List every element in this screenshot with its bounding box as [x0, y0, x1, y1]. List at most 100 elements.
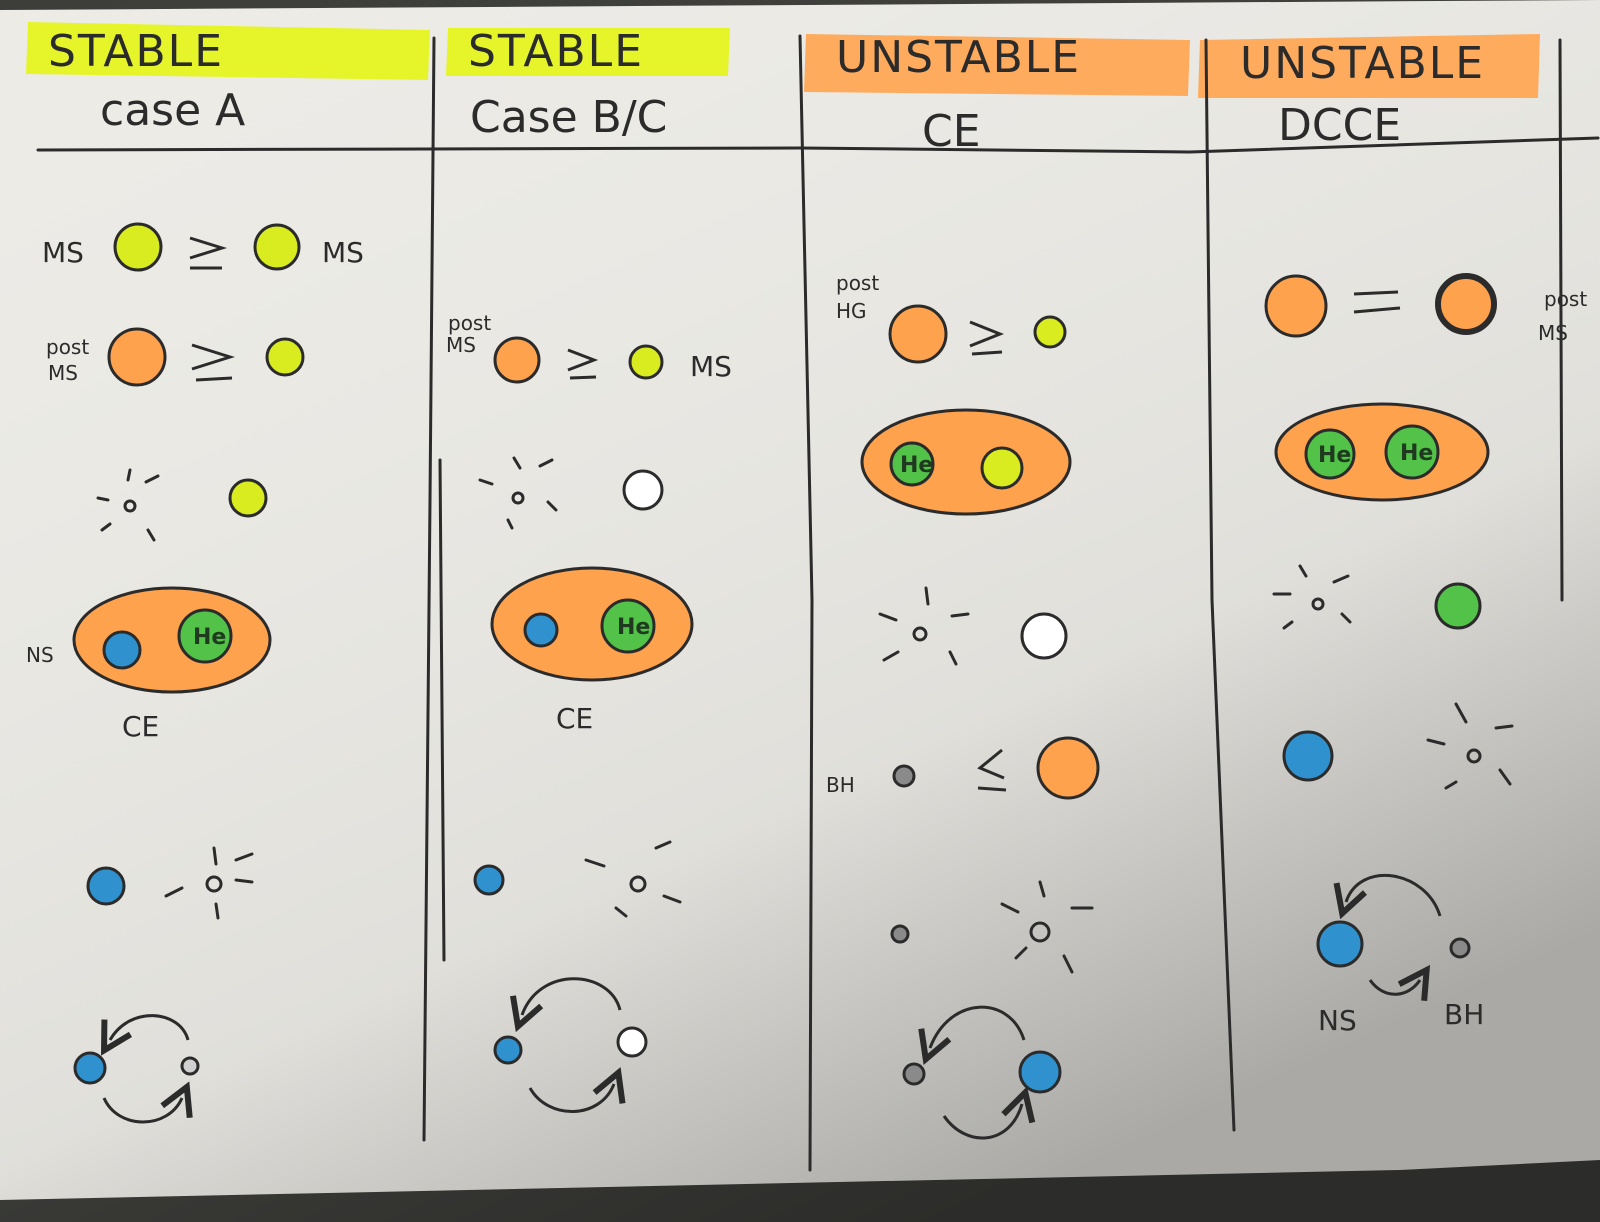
helium-star	[1384, 424, 1440, 480]
col4-ns-label: NS	[1318, 1004, 1357, 1037]
col2-post-label: post	[448, 311, 491, 335]
supernova-explosion	[164, 846, 254, 920]
col1-ce-label: CE	[122, 710, 159, 743]
column-stable-case-bc: STABLE Case B/C post MS MS He CE	[446, 26, 732, 1113]
neutron-star	[102, 630, 142, 670]
helium-star	[177, 608, 233, 664]
post-ms-star	[1264, 274, 1328, 338]
col1-subtitle: case A	[100, 85, 245, 136]
column-unstable-dcce: UNSTABLE DCCE post MS He He NS BH	[1240, 38, 1587, 1037]
post-ms-star	[1435, 273, 1497, 335]
post-hg-star	[888, 304, 948, 364]
col1-ms-right-label: MS	[322, 236, 364, 269]
col1-ms-left-label: MS	[42, 236, 84, 269]
col3-hg-label: HG	[836, 299, 867, 323]
black-hole	[892, 764, 916, 788]
col2-ms-label: MS	[446, 333, 476, 357]
neutron-star	[473, 864, 505, 896]
black-hole	[890, 924, 910, 944]
main-sequence-star	[253, 223, 301, 271]
helium-star	[889, 441, 935, 487]
column-stable-case-a: STABLE case A MS MS post MS NS He CE	[26, 26, 364, 1124]
neutron-star	[1018, 1050, 1062, 1094]
col2-ms-right-label: MS	[690, 350, 732, 383]
col4-subtitle: DCCE	[1278, 100, 1401, 151]
white-dwarf	[1020, 612, 1068, 660]
neutron-star	[523, 612, 559, 648]
col1-ms-label: MS	[48, 361, 78, 385]
col2-title: STABLE	[468, 26, 644, 77]
supernova-explosion	[478, 456, 558, 530]
mass-ratio-symbol	[191, 343, 235, 382]
helium-star-label: He	[1400, 441, 1433, 466]
neutron-star	[73, 1051, 107, 1085]
helium-star-label: He	[1318, 443, 1351, 468]
highlight-col1	[26, 22, 430, 80]
main-sequence-star	[265, 337, 305, 377]
header-divider-line	[36, 136, 1600, 154]
orbit-arrow	[522, 977, 622, 1015]
post-ms-star	[493, 336, 541, 384]
col2-subtitle: Case B/C	[470, 92, 667, 143]
main-sequence-star	[1033, 315, 1067, 349]
black-hole	[902, 1062, 926, 1086]
col1-title: STABLE	[48, 26, 224, 77]
post-ms-star	[1036, 736, 1100, 800]
post-ms-star	[107, 327, 167, 387]
black-hole	[1449, 937, 1471, 959]
col4-ms-label: MS	[1538, 321, 1568, 345]
helium-star	[1434, 582, 1482, 630]
supernova-explosion	[96, 468, 160, 542]
mass-ratio-symbol	[1353, 290, 1401, 314]
common-envelope	[72, 586, 272, 694]
highlight-col3	[804, 34, 1190, 96]
neutron-star	[1316, 920, 1364, 968]
orbit-arrow	[1368, 980, 1420, 994]
col1-post-label: post	[46, 335, 89, 359]
supernova-explosion	[1000, 880, 1094, 974]
helium-star	[1304, 428, 1356, 480]
supernova-explosion	[584, 840, 682, 918]
col4-title: UNSTABLE	[1240, 38, 1485, 89]
neutron-star	[86, 866, 126, 906]
col3-subtitle: CE	[922, 106, 981, 157]
white-dwarf	[616, 1026, 648, 1058]
col3-post-label: post	[836, 271, 879, 295]
helium-star-label: He	[900, 453, 933, 478]
column-line-1	[422, 36, 436, 1142]
helium-star-label: He	[617, 615, 650, 640]
common-envelope	[860, 408, 1072, 516]
col3-title: UNSTABLE	[836, 32, 1081, 83]
main-sequence-star	[980, 446, 1024, 490]
main-sequence-star	[228, 478, 268, 518]
neutron-star	[493, 1035, 523, 1065]
supernova-explosion	[878, 586, 970, 666]
orbit-arrow	[1346, 874, 1442, 916]
column-line-4	[1558, 38, 1564, 602]
mass-ratio-symbol	[567, 348, 599, 380]
col3-bh-label: BH	[826, 773, 855, 797]
white-dwarf	[622, 469, 664, 511]
supernova-explosion	[1426, 702, 1514, 790]
common-envelope	[490, 566, 694, 682]
orbit-arrow	[942, 1104, 1022, 1140]
column-unstable-ce: UNSTABLE CE post HG He BH	[826, 32, 1100, 1140]
col4-post-label: post	[1544, 287, 1587, 311]
col2-ce-label: CE	[556, 702, 593, 735]
supernova-explosion	[1272, 564, 1352, 630]
mass-ratio-symbol	[189, 236, 228, 270]
orbit-arrow	[102, 1098, 182, 1124]
orbit-arrow	[930, 1005, 1026, 1048]
main-sequence-star	[628, 344, 664, 380]
helium-star-label: He	[193, 625, 226, 650]
neutron-star	[1282, 730, 1334, 782]
column-line-1b	[438, 458, 446, 962]
column-line-2	[798, 34, 814, 1172]
mass-ratio-symbol	[969, 320, 1005, 356]
mass-ratio-symbol	[977, 748, 1007, 792]
orbit-arrow	[528, 1084, 614, 1113]
main-sequence-star	[113, 222, 163, 272]
column-line-3	[1204, 38, 1236, 1132]
highlight-col2	[446, 28, 730, 76]
